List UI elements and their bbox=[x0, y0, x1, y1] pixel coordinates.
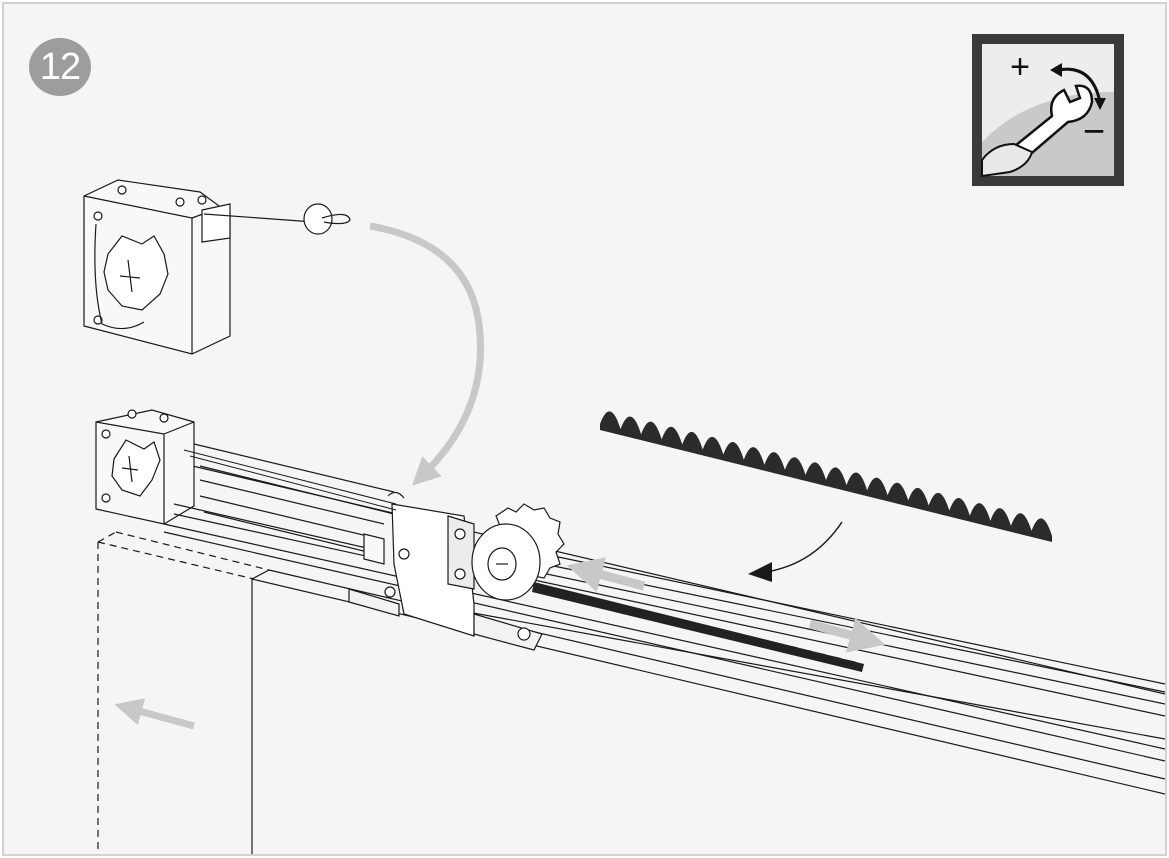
rack-tooth bbox=[826, 654, 841, 665]
door-outline-dashed bbox=[97, 531, 270, 854]
rack-tooth bbox=[739, 633, 754, 644]
transfer-arrow-icon bbox=[369, 222, 485, 486]
rack-tooth bbox=[579, 594, 594, 605]
door-direction-arrow bbox=[114, 698, 195, 730]
minus-sign: − bbox=[1083, 111, 1105, 153]
gear-wheel-icon bbox=[471, 503, 565, 601]
rail-arrow-left bbox=[566, 557, 646, 593]
rail-arrow-right bbox=[808, 617, 886, 653]
rack-tooth bbox=[754, 637, 769, 648]
step-number-badge: 12 bbox=[29, 38, 91, 96]
rack-tooth bbox=[696, 623, 710, 633]
rotation-arrow-icon bbox=[765, 521, 843, 573]
mechanism-illustration bbox=[83, 179, 1165, 854]
end-cap-box bbox=[95, 409, 195, 525]
rack-tooth bbox=[797, 647, 812, 658]
rack-tooth bbox=[783, 644, 798, 655]
rack-tooth bbox=[594, 598, 609, 609]
rack-tooth bbox=[652, 612, 667, 623]
rotation-arrow-head bbox=[748, 562, 772, 582]
rail-profile bbox=[163, 463, 1165, 762]
rack-tooth bbox=[710, 626, 725, 637]
toothed-rack-icon bbox=[600, 411, 1052, 542]
rack-tooth bbox=[768, 640, 783, 651]
wrench-shape bbox=[1007, 84, 1094, 160]
rack-tooth bbox=[608, 601, 623, 612]
rack-tooth bbox=[550, 587, 565, 598]
arrow-head-left bbox=[1050, 63, 1062, 77]
rack-tooth bbox=[623, 605, 638, 616]
rack-tooth bbox=[666, 615, 681, 626]
arrow-head-down bbox=[1094, 98, 1106, 110]
cable-lines bbox=[183, 449, 397, 511]
plus-sign: + bbox=[1010, 48, 1030, 86]
rail-rack bbox=[532, 582, 864, 672]
carriage-plate bbox=[348, 491, 543, 651]
rack-tooth bbox=[536, 584, 550, 594]
hand-shape bbox=[981, 142, 1034, 178]
weight-box-icon bbox=[83, 179, 231, 355]
rack-teeth bbox=[536, 584, 856, 669]
curved-arrow bbox=[1057, 67, 1102, 103]
rack-tooth bbox=[841, 658, 856, 669]
rack-tooth bbox=[681, 619, 696, 630]
rack-tooth bbox=[725, 630, 740, 641]
rack-tooth bbox=[637, 608, 652, 619]
rack-tooth bbox=[812, 651, 827, 662]
wire-loop-icon bbox=[203, 203, 351, 235]
rack-tooth bbox=[565, 591, 580, 602]
wrench-adjust-icon: + − bbox=[972, 34, 1124, 186]
